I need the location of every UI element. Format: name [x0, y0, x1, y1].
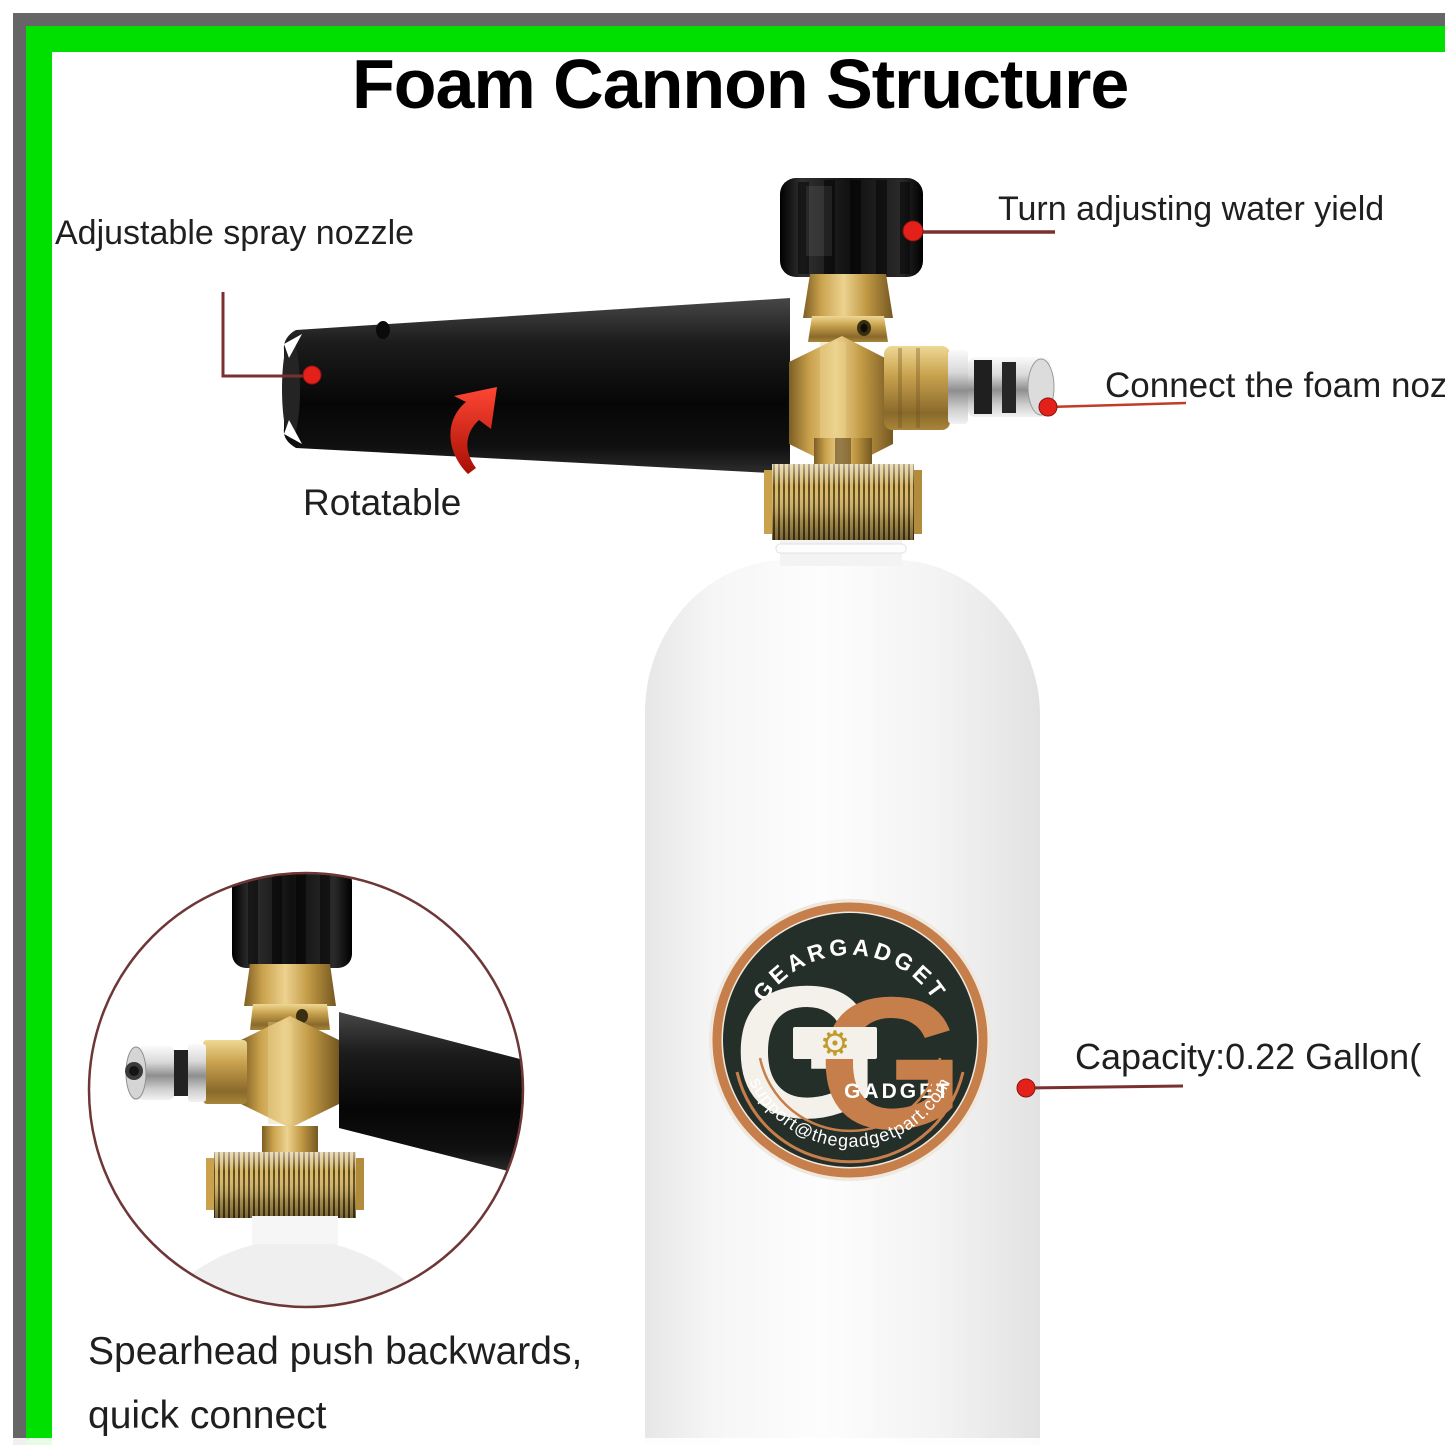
gear-icon: ⚙	[820, 1025, 850, 1063]
label-spearhead-line1: Spearhead push backwards,	[88, 1330, 583, 1373]
foam-connect-callout-line	[1047, 401, 1187, 409]
inset-circle-outline	[87, 871, 525, 1309]
inset-magnified-view	[87, 871, 525, 1309]
label-capacity: Capacity:0.22 Gallon(	[1075, 1036, 1422, 1077]
frame-gray-top	[13, 13, 1445, 26]
nozzle-tube	[282, 298, 790, 474]
foam-connect-callout-dot	[1038, 397, 1058, 417]
rotate-arrow-icon	[450, 387, 497, 474]
capacity-callout-line	[1025, 1084, 1184, 1090]
label-turn-adjusting-water-yield: Turn adjusting water yield	[998, 190, 1385, 228]
capacity-callout-dot	[1016, 1078, 1036, 1098]
foam-cannon-assembly	[282, 178, 1055, 540]
spray-nozzle-callout-line	[221, 292, 305, 378]
label-spearhead-line2: quick connect	[88, 1394, 327, 1437]
label-adjustable-spray-nozzle: Adjustable spray nozzle	[55, 214, 415, 252]
label-rotatable: Rotatable	[303, 482, 462, 523]
label-connect-foam-nozzle: Connect the foam noz	[1105, 366, 1445, 405]
frame-green-left	[26, 26, 52, 1445]
annotation-graphics	[221, 220, 1187, 1098]
water-yield-knob	[780, 178, 923, 277]
bottom-edge-fade	[0, 1438, 1445, 1445]
brass-hex-nuts	[803, 274, 893, 342]
frame-gray-left	[13, 13, 26, 1445]
page-title: Foam Cannon Structure	[352, 45, 1129, 123]
logo-badge: GEARGADGET G G ⚙ GADGET support@thegadge…	[709, 899, 991, 1181]
frame-green-top	[26, 26, 1445, 52]
spray-nozzle-callout-dot	[302, 365, 322, 385]
quick-connect-plug	[884, 346, 1055, 430]
bottle-coupler	[764, 438, 922, 540]
water-yield-callout-dot	[902, 220, 924, 242]
brass-body	[789, 336, 893, 470]
